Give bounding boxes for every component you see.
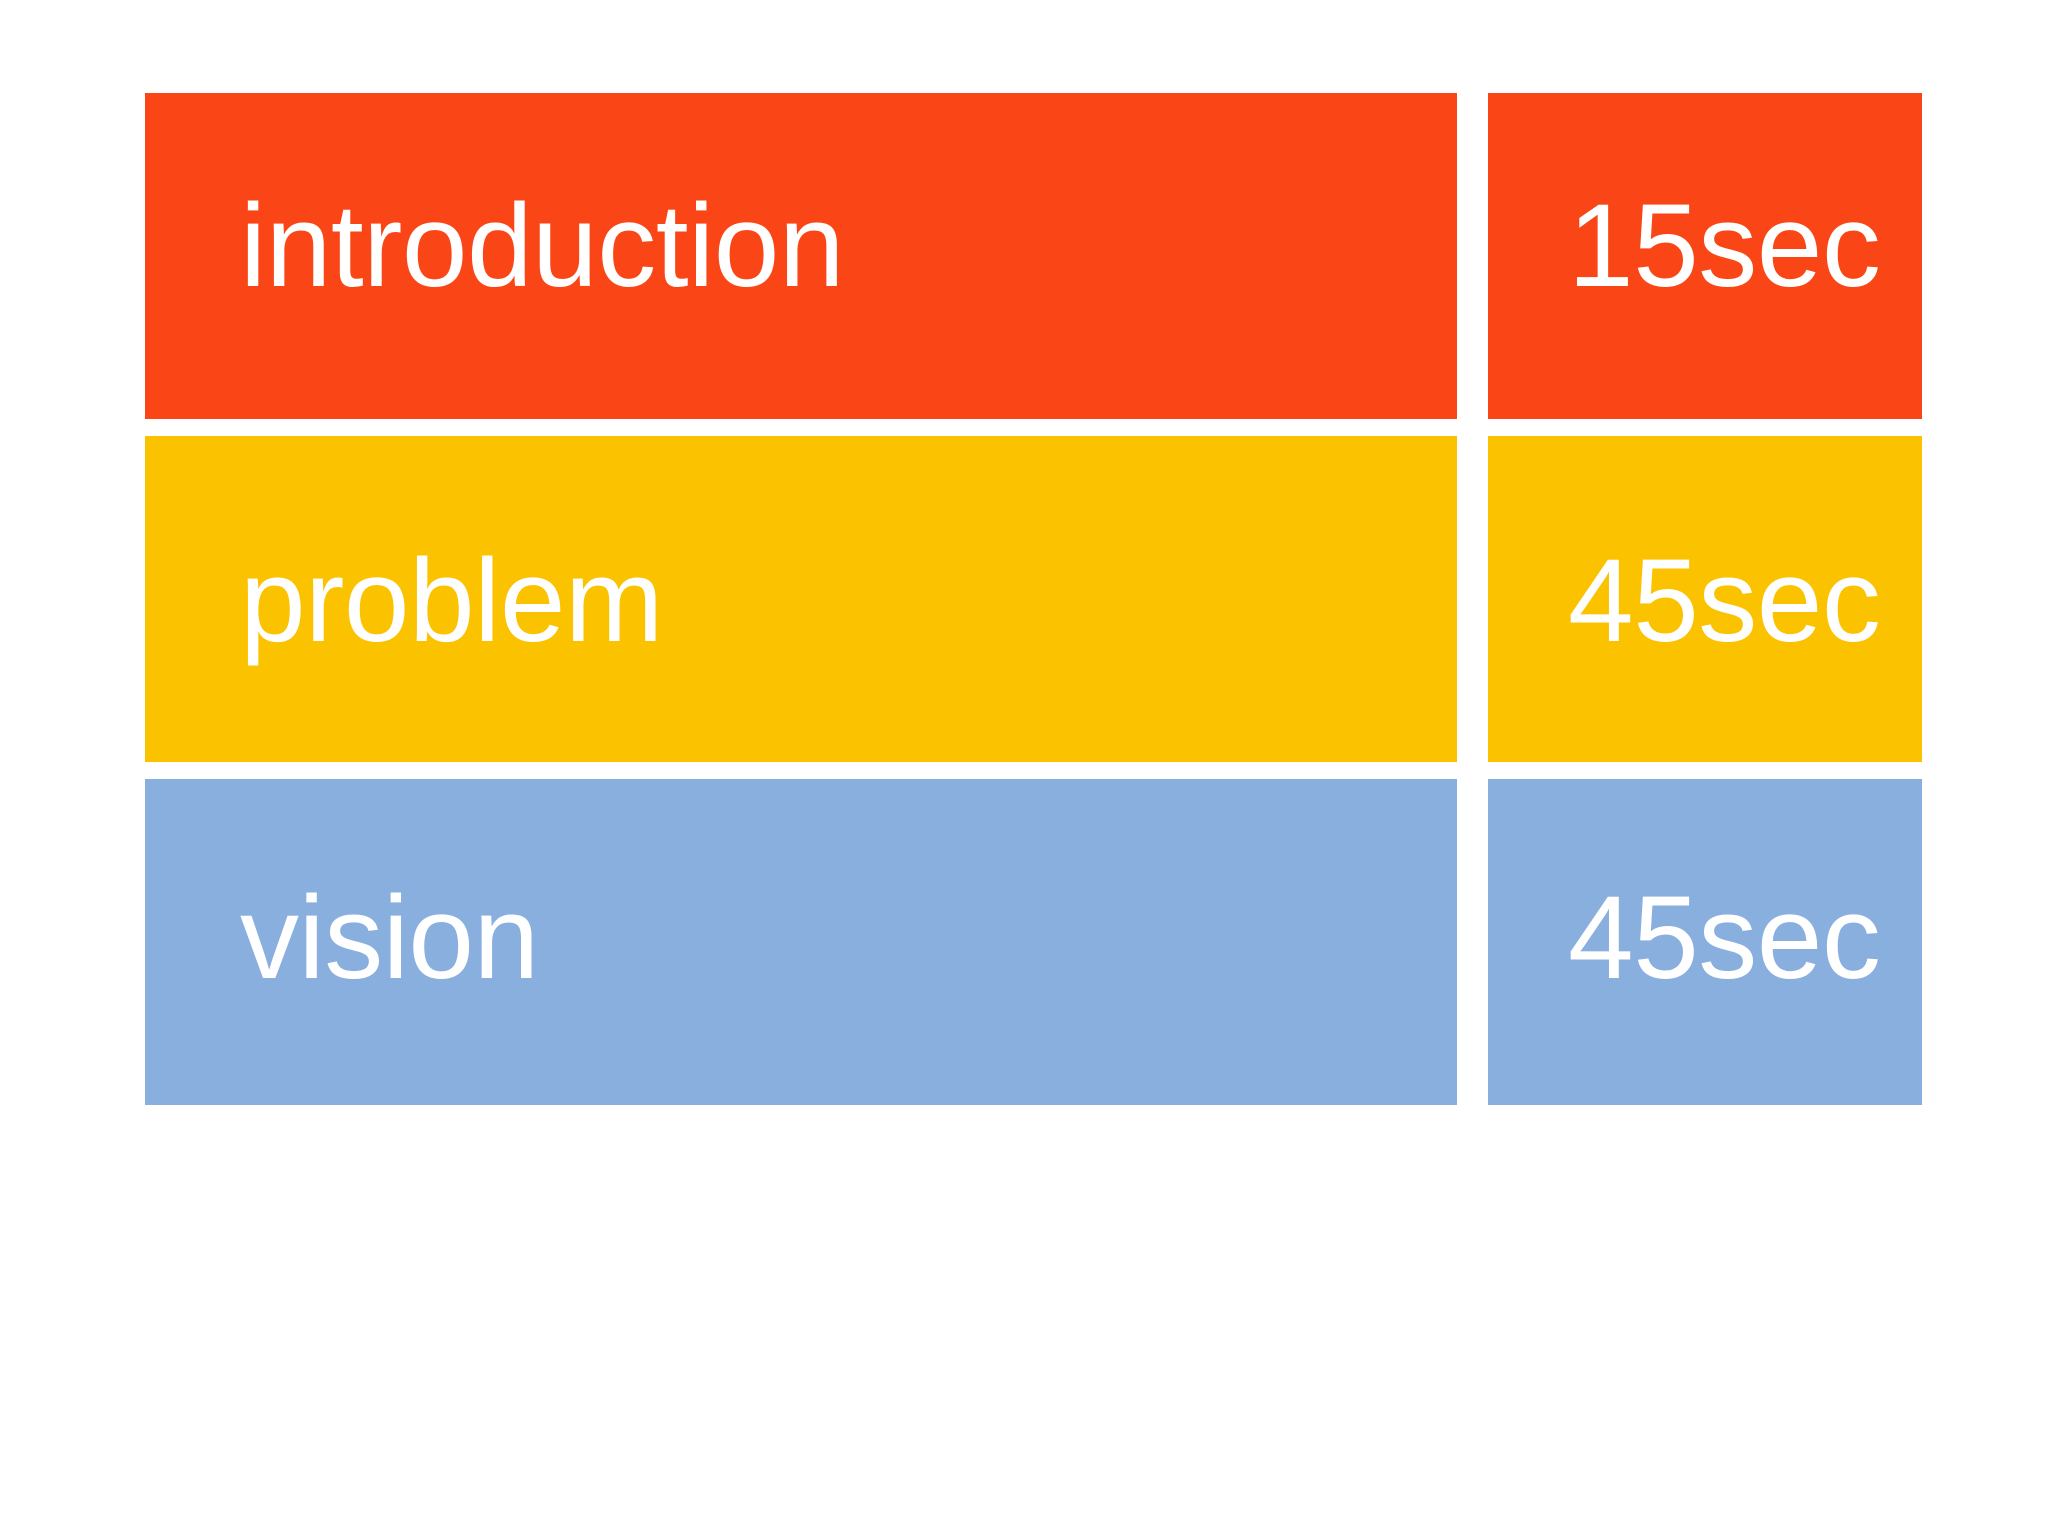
agenda-table: introduction 15sec problem 45sec vision … — [145, 93, 1922, 1105]
agenda-topic-label-2: problem — [240, 535, 663, 667]
agenda-topic-label-3: vision — [240, 872, 539, 1004]
agenda-topic-cell-3[interactable]: vision — [145, 779, 1457, 1105]
agenda-topic-cell-2[interactable]: problem — [145, 436, 1457, 762]
agenda-topic-label-1: introduction — [240, 180, 845, 312]
agenda-duration-cell-2[interactable]: 45sec — [1488, 436, 1922, 762]
agenda-row-2: problem 45sec — [145, 436, 1922, 762]
slide-empty-region — [0, 1105, 2048, 1536]
agenda-duration-label-2: 45sec — [1568, 535, 1881, 667]
agenda-duration-label-3: 45sec — [1568, 872, 1881, 1004]
agenda-duration-cell-3[interactable]: 45sec — [1488, 779, 1922, 1105]
agenda-row-1: introduction 15sec — [145, 93, 1922, 419]
agenda-duration-label-1: 15sec — [1568, 180, 1881, 312]
agenda-row-3: vision 45sec — [145, 779, 1922, 1105]
agenda-duration-cell-1[interactable]: 15sec — [1488, 93, 1922, 419]
agenda-topic-cell-1[interactable]: introduction — [145, 93, 1457, 419]
